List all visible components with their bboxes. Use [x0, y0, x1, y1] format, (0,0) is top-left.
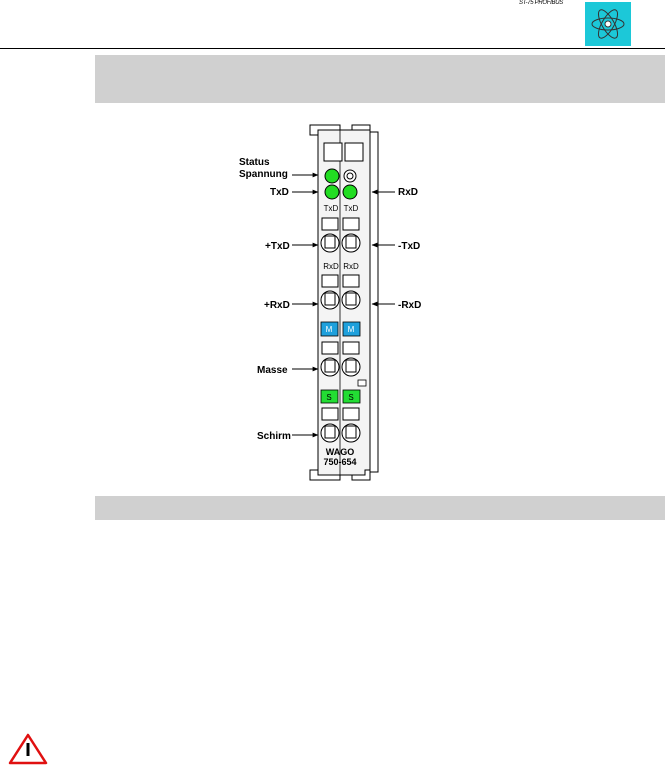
module-label-m-b: M [348, 325, 355, 334]
atom-logo-icon [591, 9, 625, 39]
label-masse: Masse [257, 365, 288, 376]
header-mark: ST-75 PROFIBUS [519, 0, 563, 6]
logo [585, 2, 631, 46]
label-status: Status [239, 157, 270, 168]
label-minus-txd: -TxD [398, 241, 420, 252]
header-rule [0, 48, 665, 49]
label-txd: TxD [270, 187, 289, 198]
label-minus-rxd: -RxD [398, 300, 421, 311]
module-label-s-b: S [348, 393, 353, 402]
label-rxd: RxD [398, 187, 418, 198]
module-label-txd-a: TxD [324, 204, 339, 213]
section-band-top [95, 55, 665, 103]
label-spannung: Spannung [239, 169, 288, 180]
module-label-s-a: S [326, 393, 331, 402]
module-part-number: 750-654 [323, 457, 356, 467]
warning-triangle-icon [8, 733, 48, 765]
label-schirm: Schirm [257, 431, 291, 442]
section-band-bottom [95, 496, 665, 520]
module-label-txd-b: TxD [344, 204, 359, 213]
module-label-rxd-b: RxD [343, 262, 359, 271]
label-plus-txd: +TxD [265, 241, 290, 252]
terminal-module [309, 124, 379, 481]
module-brand: WAGO [326, 447, 355, 457]
module-label-m-a: M [326, 325, 333, 334]
label-plus-rxd: +RxD [264, 300, 290, 311]
module-label-rxd-a: RxD [323, 262, 339, 271]
